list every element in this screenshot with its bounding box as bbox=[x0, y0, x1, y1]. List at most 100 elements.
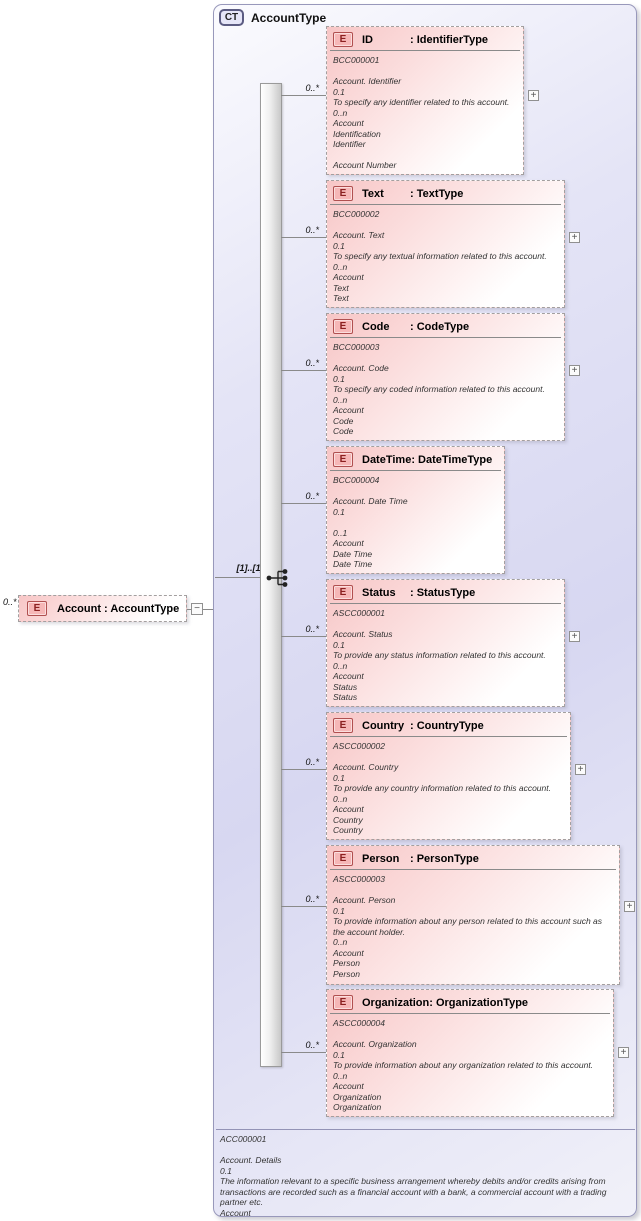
annotation-line: Identifier bbox=[333, 139, 366, 149]
annotation-line: Account. Country bbox=[333, 762, 399, 772]
annotation-line: 0.1 bbox=[333, 373, 345, 384]
annotation-line: BCC000004 bbox=[333, 475, 380, 485]
sequence-bar bbox=[260, 83, 282, 1067]
annotation-line: Account bbox=[333, 405, 364, 415]
annotation-line: Text bbox=[333, 293, 349, 303]
annotation-line: Country bbox=[333, 825, 363, 835]
cardinality-label: 0..* bbox=[305, 757, 319, 767]
expand-button[interactable]: + bbox=[528, 90, 539, 101]
expand-button[interactable]: + bbox=[569, 631, 580, 642]
annotation-line: 0..n bbox=[333, 793, 348, 804]
separator bbox=[330, 337, 561, 338]
element-datetime[interactable]: E DateTime : DateTimeType BCC000004 Acco… bbox=[326, 446, 505, 574]
annotation-line: Account. Status bbox=[333, 629, 393, 639]
annotation-line: 0..n bbox=[333, 107, 348, 118]
annotation-line: Status bbox=[333, 681, 358, 692]
annotation-line: 0..n bbox=[333, 261, 348, 272]
annotation-line bbox=[333, 66, 518, 77]
cardinality-label: 0..* bbox=[305, 894, 319, 904]
annotation-line: Organization bbox=[333, 1091, 382, 1102]
collapse-toggle[interactable]: − bbox=[191, 603, 203, 615]
element-name: ID bbox=[362, 33, 373, 46]
element-country[interactable]: E Country : CountryType ASCC000002 Accou… bbox=[326, 712, 571, 840]
element-id[interactable]: E ID : IdentifierType BCC000001 Account.… bbox=[326, 26, 524, 175]
annotation-line: Account bbox=[333, 538, 364, 548]
annotation-line: Account bbox=[333, 1081, 364, 1091]
element-name: Status bbox=[362, 586, 396, 599]
connector-line bbox=[187, 609, 191, 610]
annotation-line: Person bbox=[333, 968, 360, 979]
expand-button[interactable]: + bbox=[575, 764, 586, 775]
expand-button[interactable]: + bbox=[618, 1047, 629, 1058]
annotation-line: Account bbox=[220, 1207, 251, 1218]
separator bbox=[330, 204, 561, 205]
annotation-line: 0..n bbox=[333, 937, 348, 947]
annotation-line: Organization bbox=[333, 1102, 382, 1112]
annotation-line bbox=[333, 486, 499, 497]
expand-button[interactable]: + bbox=[624, 901, 635, 912]
annotation-line: Status bbox=[333, 692, 358, 702]
connector-line bbox=[281, 1052, 326, 1053]
footer-separator bbox=[216, 1129, 635, 1130]
annotation-line: BCC000002 bbox=[333, 209, 380, 219]
annotation-line: Account. Identifier bbox=[333, 76, 402, 86]
annotation-line: To provide information about any organiz… bbox=[333, 1060, 594, 1070]
sequence-icon bbox=[266, 569, 288, 587]
annotation-line: Account. Date Time bbox=[333, 496, 408, 506]
element-icon: E bbox=[333, 452, 353, 467]
connector-line bbox=[281, 503, 326, 504]
annotation-line: To specify any identifier related to thi… bbox=[333, 97, 510, 107]
annotation-line: 0..1 bbox=[333, 527, 348, 538]
annotation-line: 0.1 bbox=[333, 772, 345, 783]
annotation-line: Code bbox=[333, 415, 354, 426]
annotation-line: BCC000003 bbox=[333, 342, 380, 352]
separator bbox=[330, 869, 616, 870]
annotation-line: Identification bbox=[333, 128, 381, 139]
element-type: : StatusType bbox=[410, 586, 476, 599]
element-name: Organization bbox=[362, 996, 430, 1009]
annotation-line: ASCC000003 bbox=[333, 874, 385, 884]
element-status[interactable]: E Status : StatusType ASCC000001 Account… bbox=[326, 579, 565, 707]
annotation-line bbox=[333, 517, 499, 528]
element-label: Account : AccountType bbox=[57, 602, 180, 615]
element-account[interactable]: E Account : AccountType bbox=[18, 595, 187, 622]
annotation-line bbox=[333, 752, 565, 763]
element-person[interactable]: E Person : PersonType ASCC000003 Account… bbox=[326, 845, 620, 985]
element-name: DateTime bbox=[362, 453, 412, 466]
element-name: Country bbox=[362, 719, 405, 732]
element-title: E Code : CodeType bbox=[327, 314, 564, 337]
annotation-line: Person bbox=[333, 958, 360, 968]
element-text[interactable]: E Text : TextType BCC000002 Account. Tex… bbox=[326, 180, 565, 308]
element-icon: E bbox=[333, 995, 353, 1010]
element-icon: E bbox=[333, 319, 353, 334]
annotation-line: 0..n bbox=[333, 1070, 348, 1081]
element-organization[interactable]: E Organization : OrganizationType ASCC00… bbox=[326, 989, 614, 1117]
element-type: : PersonType bbox=[410, 852, 479, 865]
annotation-line: Account bbox=[333, 947, 364, 958]
element-title: E Text : TextType bbox=[327, 181, 564, 204]
cardinality-label: 0..* bbox=[305, 358, 319, 368]
element-type: : CountryType bbox=[410, 719, 484, 732]
expand-button[interactable]: + bbox=[569, 232, 580, 243]
connector-line bbox=[281, 370, 326, 371]
annotation-line: 0.1 bbox=[333, 639, 345, 650]
annotation-line bbox=[333, 1029, 608, 1040]
annotation-line: Account bbox=[333, 272, 364, 282]
element-icon: E bbox=[333, 186, 353, 201]
connector-line bbox=[281, 95, 326, 96]
annotation-line: BCC000001 bbox=[333, 55, 380, 65]
annotation-line: Account bbox=[333, 671, 364, 681]
annotation-line: Account. Person bbox=[333, 895, 396, 905]
element-code[interactable]: E Code : CodeType BCC000003 Account. Cod… bbox=[326, 313, 565, 441]
annotation-line bbox=[333, 885, 614, 896]
element-title: E Person : PersonType bbox=[327, 846, 619, 869]
annotation-line: 0..n bbox=[333, 394, 348, 405]
expand-button[interactable]: + bbox=[569, 365, 580, 376]
annotation-line: 0.1 bbox=[333, 1049, 345, 1060]
annotation-line: ASCC000001 bbox=[333, 608, 385, 618]
